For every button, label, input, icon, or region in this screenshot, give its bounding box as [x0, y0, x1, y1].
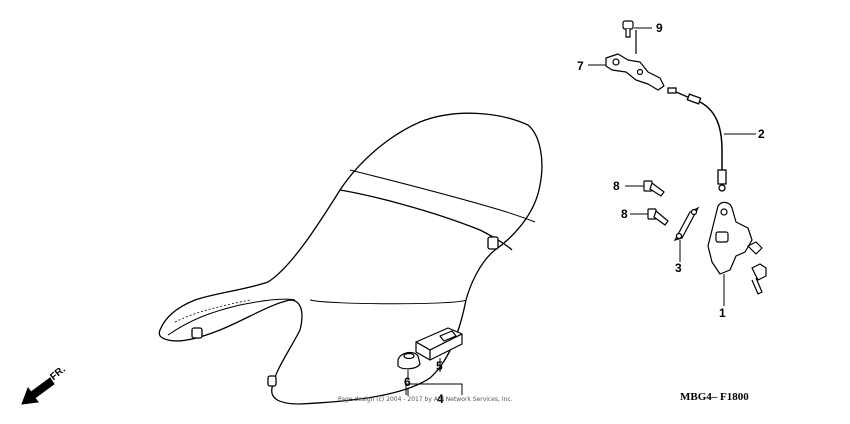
- front-arrow: [21, 377, 55, 405]
- seat-lock-1: [707, 201, 767, 295]
- bolt-8-upper: [643, 180, 665, 197]
- drawing-code: MBG4– F1800: [680, 391, 749, 403]
- bolt-8-lower: [647, 208, 669, 226]
- callout-8-upper: 8: [613, 179, 620, 193]
- link-plate-3: [673, 206, 700, 241]
- callout-6: 6: [404, 375, 411, 389]
- rubber-block-5: [415, 327, 463, 361]
- copyright-notice: Page design (c) 2004 - 2017 by ARI Netwo…: [338, 396, 513, 403]
- cushion-6: [397, 351, 421, 370]
- callout-8-lower: 8: [621, 207, 628, 221]
- callout-4: 4: [437, 392, 444, 406]
- seat: [158, 112, 543, 405]
- callout-5: 5: [436, 359, 443, 373]
- callout-bracket: [405, 370, 463, 396]
- callout-3: 3: [675, 261, 682, 275]
- seat-catch-bracket-7: [605, 30, 665, 91]
- seat-lock-cable-2: [667, 87, 727, 192]
- callout-1: 1: [719, 306, 726, 320]
- callout-2: 2: [758, 127, 765, 141]
- callout-9: 9: [656, 21, 663, 35]
- bolt-9: [622, 20, 634, 38]
- callout-7: 7: [577, 59, 584, 73]
